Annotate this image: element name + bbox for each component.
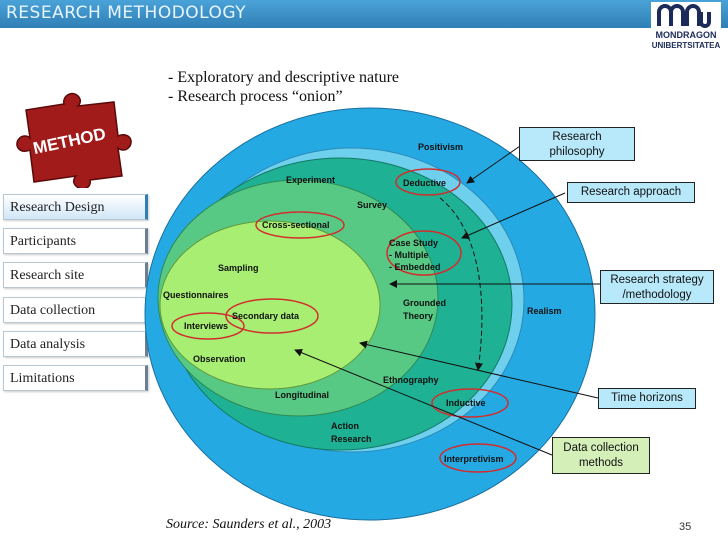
label-action: Action [331, 421, 359, 431]
label-observation: Observation [193, 354, 246, 364]
highlight-deductive [395, 168, 461, 196]
label-case-embedded: - Embedded [389, 262, 441, 272]
nav-research-design[interactable]: Research Design [3, 194, 148, 220]
highlight-cross-sectional [255, 211, 345, 239]
bullet-list: - Exploratory and descriptive nature - R… [168, 68, 399, 106]
page-number: 35 [679, 521, 692, 533]
highlight-interpretivism [439, 443, 517, 473]
callout-research-strategy: Research strategy/methodology [600, 270, 714, 304]
label-questionnaires: Questionnaires [163, 290, 229, 300]
label-sampling: Sampling [218, 263, 259, 273]
label-theory: Theory [403, 311, 433, 321]
label-case-multiple: - Multiple [389, 250, 429, 260]
label-longitudinal: Longitudinal [275, 390, 329, 400]
label-cross-sectional: Cross-sectional [262, 220, 330, 230]
callout-research-approach: Research approach [567, 182, 695, 203]
logo-mark-icon [657, 4, 711, 28]
highlight-interviews [171, 312, 245, 340]
nav-data-collection[interactable]: Data collection [3, 297, 148, 323]
label-deductive: Deductive [403, 178, 446, 188]
label-grounded: Grounded [403, 298, 446, 308]
highlight-inductive [431, 388, 509, 418]
logo-subwordmark: UNIBERTSITATEA [651, 41, 721, 50]
label-interpretivism: Interpretivism [444, 454, 504, 464]
label-case-study: Case Study [389, 238, 438, 248]
arrow-approach [461, 192, 566, 239]
label-experiment: Experiment [286, 175, 335, 185]
arrow-philosophy [466, 145, 521, 184]
label-secondary-data: Secondary data [232, 311, 300, 321]
mondragon-logo: MONDRAGON UNIBERTSITATEA [651, 2, 721, 52]
label-inductive: Inductive [446, 398, 486, 408]
method-puzzle-icon: METHOD [16, 92, 132, 188]
label-realism: Realism [527, 306, 562, 316]
nav-data-analysis[interactable]: Data analysis [3, 331, 148, 357]
slide-title: RESEARCH METHODOLOGY [6, 3, 247, 23]
label-ethnography: Ethnography [383, 375, 439, 385]
label-interviews: Interviews [184, 321, 228, 331]
nav-limitations[interactable]: Limitations [3, 365, 148, 391]
source-citation: Source: Saunders et al., 2003 [166, 517, 332, 532]
label-survey: Survey [357, 200, 387, 210]
bullet-item: - Exploratory and descriptive nature [168, 69, 400, 86]
onion-layer-collection [159, 220, 381, 390]
arrow-horizons [359, 340, 599, 399]
label-research: Research [331, 434, 372, 444]
logo-wordmark: MONDRAGON [655, 30, 717, 40]
title-bar: RESEARCH METHODOLOGY [0, 0, 728, 28]
callout-time-horizons: Time horizons [598, 388, 696, 409]
highlight-case-study [386, 230, 462, 276]
approach-dashed-arc [439, 197, 483, 371]
bullet-item: - Research process “onion” [168, 88, 343, 105]
highlight-secondary-data [225, 298, 319, 334]
nav-research-site[interactable]: Research site [3, 262, 148, 288]
arrow-collection [294, 348, 553, 456]
nav-participants[interactable]: Participants [3, 228, 148, 254]
label-positivism: Positivism [418, 142, 463, 152]
